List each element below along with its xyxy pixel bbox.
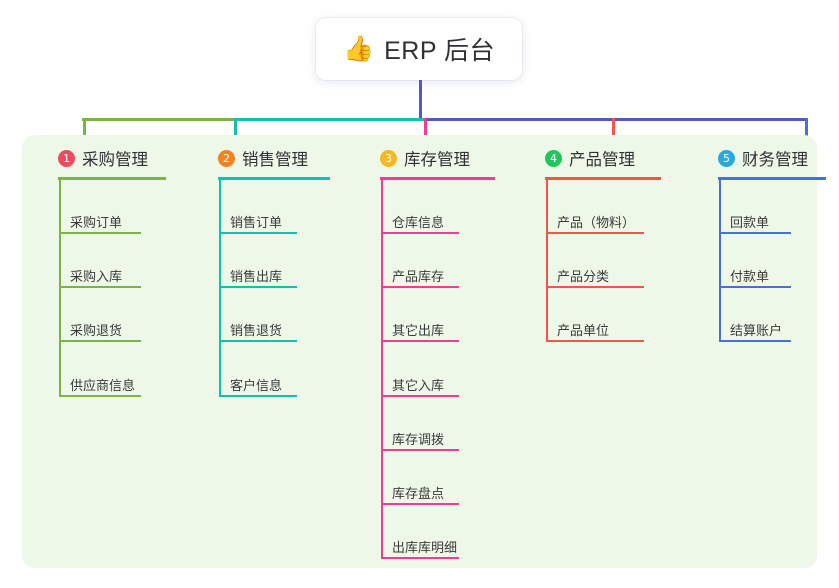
branch-index-badge: 4 (545, 149, 562, 167)
root-title: ERP 后台 (384, 37, 496, 65)
leaf-label: 库存盘点 (392, 486, 445, 501)
branch-spine (219, 180, 221, 397)
leaf-underline (381, 232, 459, 234)
leaf-label: 库存调拨 (392, 431, 445, 447)
leaf-underline (381, 340, 459, 343)
leaf-label: 付款单 (730, 269, 770, 285)
branch-index-badge: 2 (218, 149, 235, 167)
branch-title: 采购管理 (82, 151, 148, 169)
leaf-underline (546, 232, 644, 234)
branch-title: 财务管理 (742, 151, 808, 169)
branch-header-销售管理[interactable]: 2 销售管理 (200, 146, 350, 170)
branch-spine (546, 180, 548, 343)
branch-spine (719, 180, 721, 343)
branch-index-badge: 3 (380, 149, 397, 167)
branch-index-badge: 5 (718, 149, 735, 167)
branch-spine (59, 180, 61, 397)
branch-underline (545, 177, 661, 180)
branch-header-库存管理[interactable]: 3 库存管理 (362, 146, 522, 170)
root-node[interactable]: 👍 ERP 后台 (316, 18, 522, 80)
branch-column-财务管理: 5 财务管理回款单付款单结算账户 (700, 146, 839, 343)
leaf-underline (219, 340, 297, 343)
leaf-label: 仓库信息 (392, 215, 445, 230)
leaf-label: 回款单 (730, 215, 770, 230)
leaf-underline (546, 340, 644, 343)
leaf-label: 销售订单 (230, 215, 283, 230)
leaf-underline (59, 340, 141, 343)
branch-underline (380, 177, 495, 180)
leaf-label: 销售退货 (230, 323, 283, 339)
thumbs-up-icon: 👍 (342, 34, 375, 63)
leaf-label: 产品分类 (557, 269, 610, 285)
branch-column-销售管理: 2 销售管理销售订单销售出库销售退货客户信息 (200, 146, 350, 397)
bus-teal (234, 118, 424, 121)
leaf-underline (381, 448, 459, 451)
bus-green (82, 118, 234, 121)
leaf-underline (719, 232, 791, 234)
branch-title: 产品管理 (569, 151, 635, 169)
bus-indigo (424, 118, 806, 121)
leaf-label: 其它出库 (392, 323, 445, 339)
branch-underline (718, 177, 826, 180)
branch-header-采购管理[interactable]: 1 采购管理 (40, 146, 190, 170)
branch-header-产品管理[interactable]: 4 产品管理 (527, 146, 687, 170)
branch-underline (218, 177, 330, 180)
leaf-label: 客户信息 (230, 377, 283, 393)
leaf-underline (219, 232, 297, 234)
leaf-label: 结算账户 (730, 323, 783, 339)
leaf-label: 产品单位 (557, 323, 610, 339)
leaf-underline (381, 394, 459, 397)
leaf-underline (381, 557, 459, 560)
leaf-underline (219, 394, 297, 397)
leaf-label: 采购退货 (70, 323, 123, 339)
leaf-label: 供应商信息 (70, 377, 136, 393)
branch-title: 库存管理 (404, 151, 470, 169)
branch-column-产品管理: 4 产品管理产品（物料） 产品分类产品单位 (527, 146, 687, 343)
leaf-underline (719, 286, 791, 289)
branch-column-采购管理: 1 采购管理采购订单采购入库采购退货供应商信息 (40, 146, 190, 397)
leaf-underline (381, 286, 459, 289)
leaf-underline (381, 503, 459, 505)
leaf-label: 采购订单 (70, 215, 123, 230)
branch-column-库存管理: 3 库存管理仓库信息产品库存其它出库其它入库库存调拨库存盘点出库库明细 (362, 146, 522, 560)
branch-title: 销售管理 (242, 151, 308, 169)
leaf-underline (546, 286, 644, 289)
leaf-label: 产品库存 (392, 269, 445, 285)
branch-spine (381, 180, 383, 560)
branches-panel (22, 135, 817, 568)
leaf-label: 其它入库 (392, 377, 445, 393)
leaf-underline (59, 394, 141, 397)
leaf-underline (719, 340, 791, 343)
root-stem (419, 80, 422, 121)
leaf-underline (219, 286, 297, 289)
leaf-underline (59, 232, 141, 234)
leaf-underline (59, 286, 141, 289)
branch-underline (58, 177, 166, 180)
leaf-label: 产品（物料） (557, 215, 636, 230)
branch-index-badge: 1 (58, 149, 75, 167)
leaf-label: 销售出库 (230, 269, 283, 285)
branch-header-财务管理[interactable]: 5 财务管理 (700, 146, 839, 170)
leaf-label: 采购入库 (70, 269, 123, 285)
leaf-label: 出库库明细 (392, 540, 458, 556)
